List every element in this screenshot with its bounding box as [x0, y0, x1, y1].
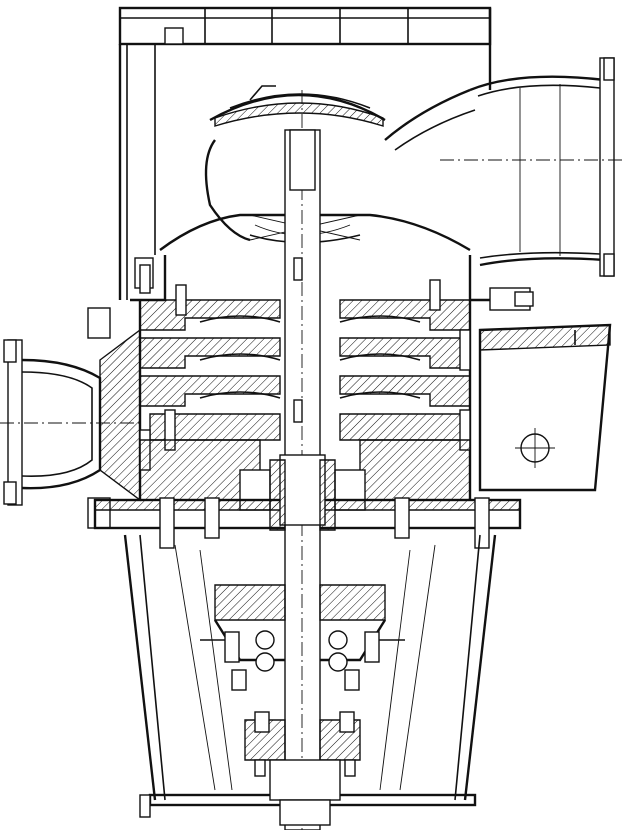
suction-inlet	[0, 307, 141, 529]
top-frame	[118, 6, 492, 300]
discharge-nozzle	[440, 57, 625, 277]
lower-housing	[93, 439, 522, 549]
bearing-assembly	[200, 584, 405, 691]
upper-volute	[159, 85, 476, 252]
side-bracket	[478, 323, 612, 492]
bottom-coupling	[244, 711, 361, 826]
pump-shaft	[269, 90, 336, 830]
